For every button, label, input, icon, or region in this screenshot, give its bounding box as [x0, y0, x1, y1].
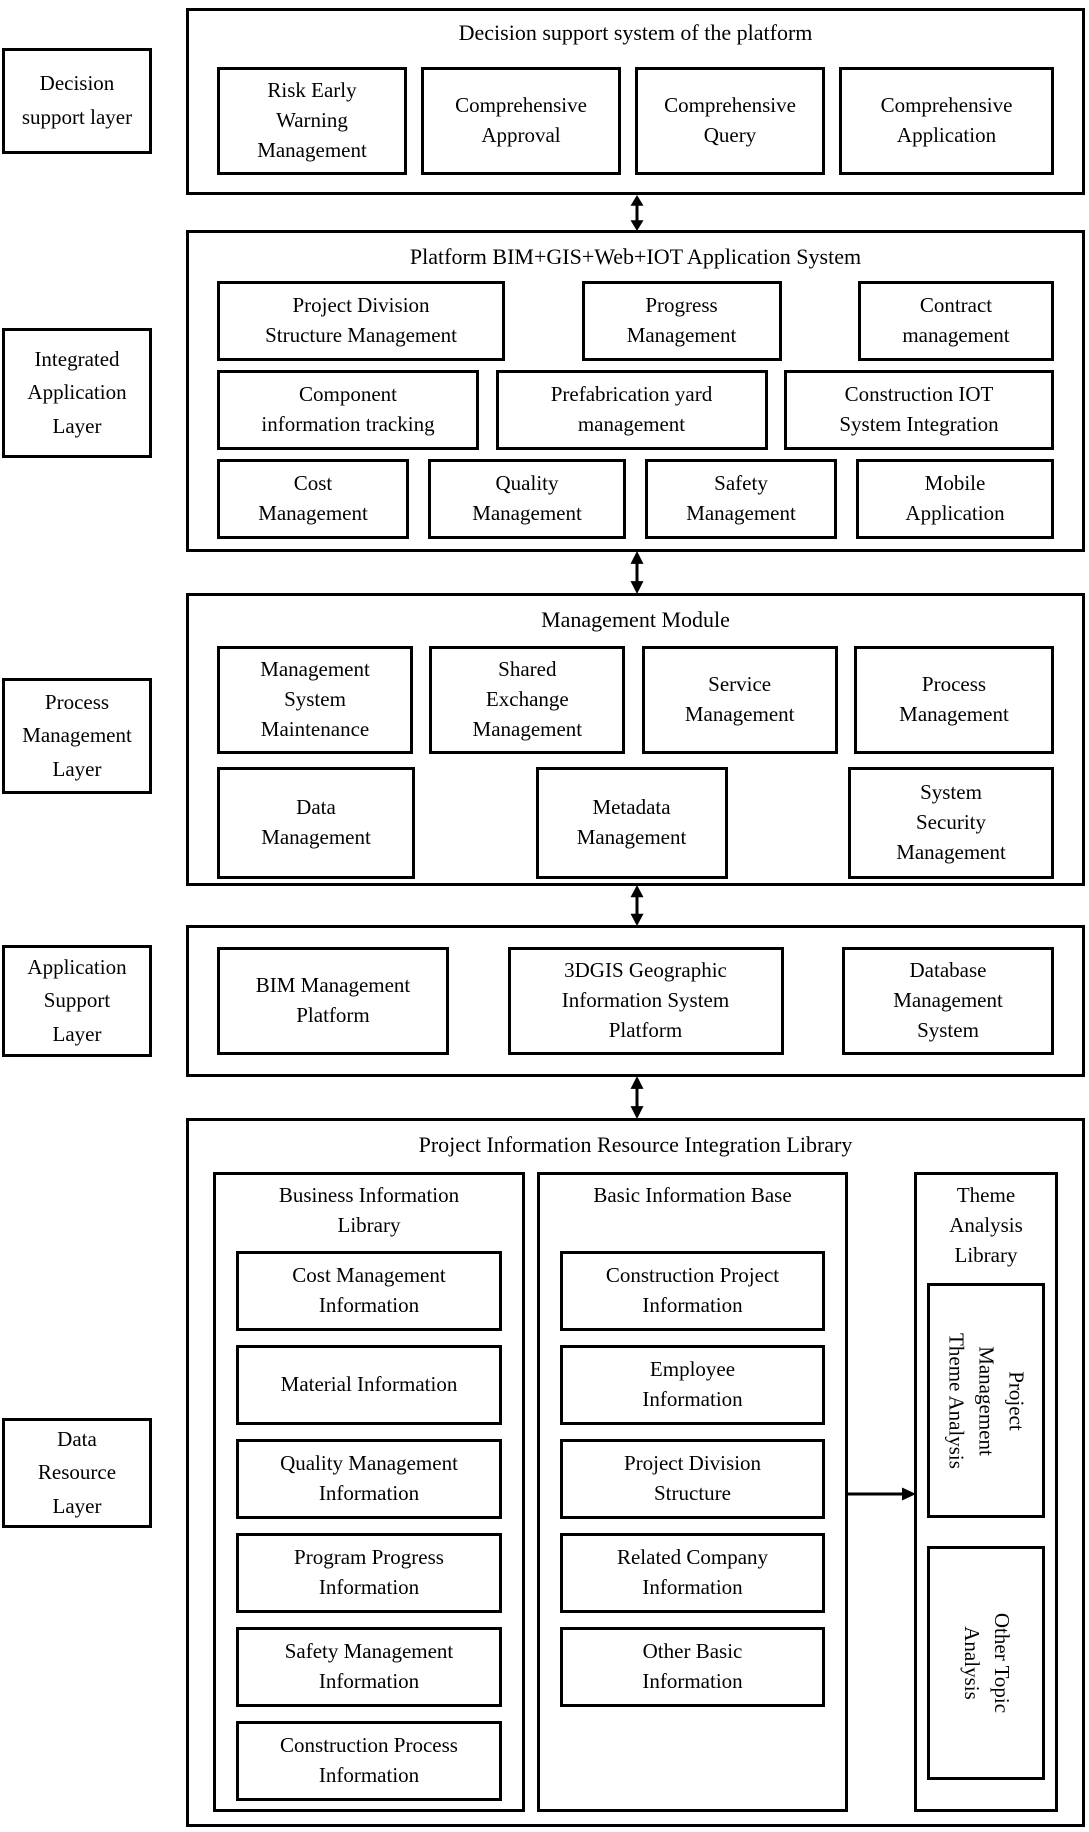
business-library-header: Business Information Library [278, 1183, 460, 1237]
management-row-2: Data Management Metadata Management Syst… [217, 767, 1054, 879]
double-arrow-icon [630, 885, 644, 926]
item-comprehensive-approval: Comprehensive Approval [421, 67, 621, 175]
right-arrow-icon [848, 1487, 916, 1501]
application-row-3: Cost Management Quality Management Safet… [217, 459, 1054, 539]
flow-arrow-management-support [627, 885, 647, 926]
item-comprehensive-application: Comprehensive Application [839, 67, 1054, 175]
item-process-management: Process Management [853, 646, 1054, 754]
arrow-basic-to-theme-analysis [848, 1484, 916, 1504]
item-construction-project-information: Construction Project Information [560, 1251, 825, 1331]
resource-box-title: Project Information Resource Integration… [418, 1132, 853, 1157]
item-employee-information: Employee Information [560, 1345, 825, 1425]
theme-library-header: Theme Analysis Library [949, 1183, 1023, 1267]
management-box-title: Management Module [541, 607, 730, 632]
item-cost-management: Cost Management [217, 459, 409, 539]
item-component-information-tracking: Component information tracking [217, 370, 479, 450]
layer-label-decision-support: Decision support layer [2, 48, 152, 154]
column-basic-information-base: Basic Information Base Construction Proj… [537, 1172, 848, 1812]
item-prefabrication-yard-management: Prefabrication yard management [495, 370, 768, 450]
flow-arrow-application-management [627, 551, 647, 594]
box-application-support-platforms: BIM Management Platform 3DGIS Geographic… [186, 925, 1085, 1077]
column-theme-analysis-library: Theme Analysis Library Project Managemen… [914, 1172, 1058, 1812]
rotated-label: Other Topic Analysis [960, 1612, 1014, 1714]
box-platform-application-system: Platform BIM+GIS+Web+IOT Application Sys… [186, 230, 1085, 552]
item-project-management-theme-analysis: Project Management Theme Analysis [927, 1283, 1045, 1518]
item-material-information: Material Information [236, 1345, 502, 1425]
item-data-management: Data Management [217, 767, 415, 879]
decision-box-row: Risk Early Warning Management Comprehens… [217, 67, 1054, 175]
item-management-system-maintenance: Management System Maintenance [217, 646, 413, 754]
application-box-title: Platform BIM+GIS+Web+IOT Application Sys… [409, 244, 862, 269]
item-project-division-structure: Project Division Structure [560, 1439, 825, 1519]
item-cost-management-information: Cost Management Information [236, 1251, 502, 1331]
double-arrow-icon [630, 551, 644, 594]
layer-label-process-management: Process Management Layer [2, 678, 152, 794]
item-comprehensive-query: Comprehensive Query [635, 67, 825, 175]
item-other-basic-information: Other Basic Information [560, 1627, 825, 1707]
double-arrow-icon [630, 195, 644, 231]
item-program-progress-information: Program Progress Information [236, 1533, 502, 1613]
item-contract-management: Contract management [858, 281, 1054, 361]
basic-base-header: Basic Information Base [593, 1183, 792, 1207]
item-safety-management-information: Safety Management Information [236, 1627, 502, 1707]
item-3dgis-geographic-platform: 3DGIS Geographic Information System Plat… [507, 947, 784, 1055]
item-project-division-structure-management: Project Division Structure Management [217, 281, 505, 361]
double-arrow-icon [630, 1076, 644, 1119]
resource-columns: Business Information Library Cost Manage… [213, 1172, 1058, 1812]
layer-label-application-support: Application Support Layer [2, 945, 152, 1057]
layer-label-data-resource: Data Resource Layer [2, 1418, 152, 1528]
box-decision-support-system: Decision support system of the platform … [186, 8, 1085, 195]
item-bim-management-platform: BIM Management Platform [217, 947, 449, 1055]
item-risk-early-warning-management: Risk Early Warning Management [217, 67, 407, 175]
flow-arrow-decision-application [627, 195, 647, 231]
rotated-label: Project Management Theme Analysis [945, 1332, 1029, 1469]
box-resource-integration-library: Project Information Resource Integration… [186, 1118, 1085, 1827]
column-business-information-library: Business Information Library Cost Manage… [213, 1172, 525, 1812]
application-row-2: Component information tracking Prefabric… [217, 370, 1054, 450]
item-quality-management: Quality Management [428, 459, 626, 539]
item-database-management-system: Database Management System [842, 947, 1054, 1055]
decision-box-title: Decision support system of the platform [458, 20, 813, 45]
item-service-management: Service Management [641, 646, 838, 754]
item-related-company-information: Related Company Information [560, 1533, 825, 1613]
box-management-module: Management Module Management System Main… [186, 593, 1085, 886]
item-quality-management-information: Quality Management Information [236, 1439, 502, 1519]
item-system-security-management: System Security Management [848, 767, 1054, 879]
item-construction-iot-system-integration: Construction IOT System Integration [784, 370, 1054, 450]
item-metadata-management: Metadata Management [535, 767, 728, 879]
item-safety-management: Safety Management [645, 459, 837, 539]
item-mobile-application: Mobile Application [856, 459, 1054, 539]
support-row: BIM Management Platform 3DGIS Geographic… [217, 947, 1054, 1055]
flow-arrow-support-resource [627, 1076, 647, 1119]
item-construction-process-information: Construction Process Information [236, 1721, 502, 1801]
management-row-1: Management System Maintenance Shared Exc… [217, 646, 1054, 754]
item-shared-exchange-management: Shared Exchange Management [429, 646, 626, 754]
layer-label-integrated-application: Integrated Application Layer [2, 328, 152, 458]
item-progress-management: Progress Management [581, 281, 782, 361]
item-other-topic-analysis: Other Topic Analysis [927, 1546, 1045, 1780]
application-row-1: Project Division Structure Management Pr… [217, 281, 1054, 361]
